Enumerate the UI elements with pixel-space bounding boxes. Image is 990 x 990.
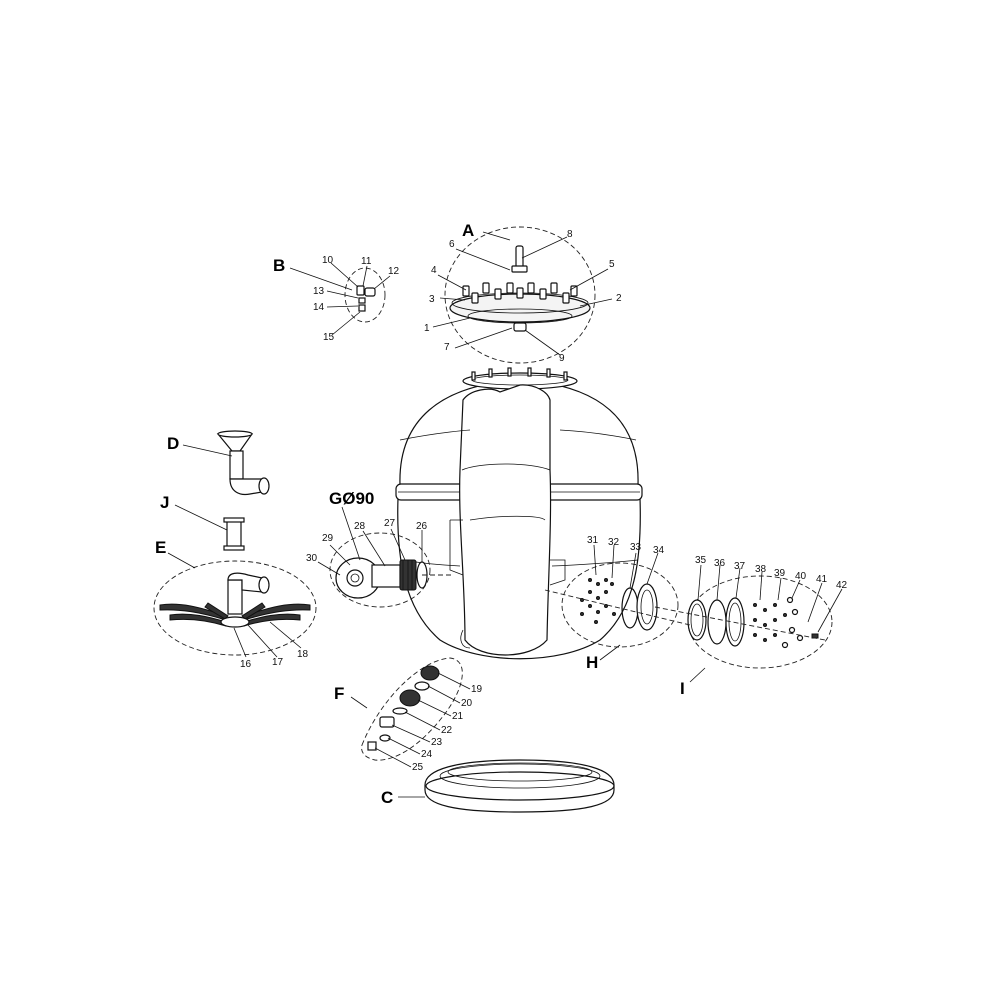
part-21: 21 bbox=[452, 711, 464, 722]
group-labels: A B C D E F GØ90 H I J bbox=[155, 221, 685, 807]
group-label-b: B bbox=[273, 256, 285, 275]
bolt-field-h bbox=[580, 578, 616, 624]
funnel-pipe-d bbox=[216, 430, 270, 496]
connector-j bbox=[223, 517, 245, 551]
part-17: 17 bbox=[272, 657, 284, 668]
part-14: 14 bbox=[313, 302, 325, 313]
leader-lines bbox=[167, 231, 843, 798]
part-27: 27 bbox=[384, 518, 396, 529]
group-label-d: D bbox=[167, 434, 179, 453]
group-label-h: H bbox=[586, 653, 598, 672]
part-9: 9 bbox=[559, 353, 565, 364]
group-label-a: A bbox=[462, 221, 474, 240]
part-numbers: 1 2 3 4 5 6 7 8 9 10 11 12 13 14 15 16 1… bbox=[240, 229, 848, 773]
part-20: 20 bbox=[461, 698, 473, 709]
part-34: 34 bbox=[653, 545, 665, 556]
part-29: 29 bbox=[322, 533, 334, 544]
threaded-nut bbox=[399, 559, 417, 591]
part-12: 12 bbox=[388, 266, 400, 277]
part-15: 15 bbox=[323, 332, 335, 343]
part-31: 31 bbox=[587, 535, 599, 546]
part-30: 30 bbox=[306, 553, 318, 564]
part-33: 33 bbox=[630, 542, 642, 553]
part-22: 22 bbox=[441, 725, 453, 736]
part-42: 42 bbox=[836, 580, 848, 591]
group-label-c: C bbox=[381, 788, 393, 807]
part-18: 18 bbox=[297, 649, 309, 660]
part-36: 36 bbox=[714, 558, 726, 569]
part-23: 23 bbox=[431, 737, 443, 748]
part-16: 16 bbox=[240, 659, 252, 670]
part-13: 13 bbox=[313, 286, 325, 297]
assembly-guide-lines bbox=[422, 574, 826, 641]
part-32: 32 bbox=[608, 537, 620, 548]
part-11: 11 bbox=[361, 256, 372, 267]
part-6: 6 bbox=[449, 239, 455, 250]
part-5: 5 bbox=[609, 259, 615, 270]
part-28: 28 bbox=[354, 521, 366, 532]
part-39: 39 bbox=[774, 568, 786, 579]
filter-tank-body bbox=[395, 367, 643, 660]
part-40: 40 bbox=[795, 571, 807, 582]
part-35: 35 bbox=[695, 555, 707, 566]
valve-detail-b bbox=[344, 267, 386, 323]
part-25: 25 bbox=[412, 762, 424, 773]
base-stand-c bbox=[424, 759, 615, 813]
part-2: 2 bbox=[616, 293, 622, 304]
group-label-e: E bbox=[155, 538, 166, 557]
drain-kit-f bbox=[361, 657, 463, 761]
part-10: 10 bbox=[322, 255, 334, 266]
group-label-g: GØ90 bbox=[329, 489, 374, 508]
lateral-collector-e bbox=[153, 560, 317, 656]
lid-assembly-a bbox=[444, 226, 596, 364]
group-label-j: J bbox=[160, 493, 169, 512]
part-41: 41 bbox=[816, 574, 828, 585]
part-38: 38 bbox=[755, 564, 767, 575]
bolt-field-i bbox=[753, 596, 804, 649]
part-19: 19 bbox=[471, 684, 483, 695]
lid-nuts bbox=[462, 282, 578, 304]
group-label-i: I bbox=[680, 679, 685, 698]
manhole-outer-i bbox=[687, 575, 833, 669]
part-24: 24 bbox=[421, 749, 433, 760]
part-26: 26 bbox=[416, 521, 428, 532]
part-4: 4 bbox=[431, 265, 437, 276]
top-bolts bbox=[471, 367, 568, 381]
part-3: 3 bbox=[429, 294, 435, 305]
group-label-f: F bbox=[334, 684, 344, 703]
part-7: 7 bbox=[444, 342, 450, 353]
part-37: 37 bbox=[734, 561, 746, 572]
part-1: 1 bbox=[424, 323, 430, 334]
part-8: 8 bbox=[567, 229, 573, 240]
manhole-inner-h bbox=[561, 562, 679, 648]
